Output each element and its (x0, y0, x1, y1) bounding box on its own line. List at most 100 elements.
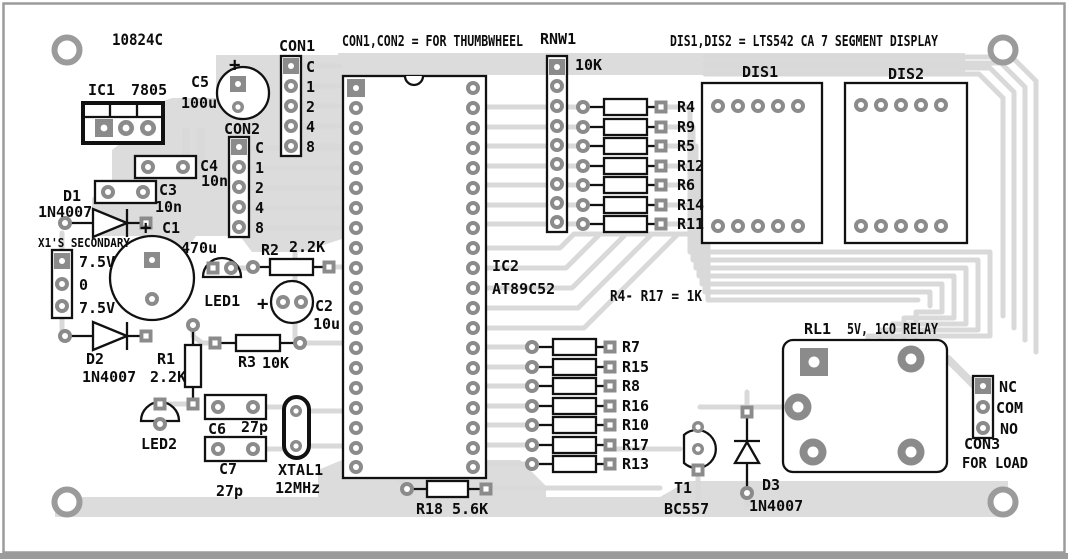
c2-value: 10u (313, 315, 340, 333)
r1-ref: R1 (157, 350, 175, 368)
con1-pin-c: C (306, 58, 315, 76)
bank-bottom-label-r16: R16 (622, 397, 649, 415)
r1-value: 2.2K (150, 368, 186, 386)
dis1-display (700, 81, 824, 245)
resistor-r1 (183, 318, 203, 411)
bank-top-label-r11: R11 (677, 215, 704, 233)
con2-pin-c: C (255, 139, 264, 157)
bank-bottom-label-r10: R10 (622, 416, 649, 434)
mounting-holes (51, 34, 1019, 518)
capacitor-c1 (108, 234, 196, 322)
diode-d1 (58, 207, 153, 239)
c3-ref: C3 (159, 181, 177, 199)
xtal1-value: 12MHz (275, 479, 320, 497)
c3-value: 10n (155, 198, 182, 216)
con2-ref: CON2 (224, 120, 260, 138)
transistor-t1 (682, 421, 717, 477)
d2-part: 1N4007 (82, 368, 136, 386)
r18-ref: R18 (416, 500, 443, 518)
con3-pin-no: NO (1000, 420, 1018, 438)
dis2-display (843, 81, 969, 245)
x1-secondary-connector (50, 248, 74, 320)
c1-value: 470u (181, 239, 217, 257)
d3-part: 1N4007 (749, 497, 803, 515)
note-displays: DIS1,DIS2 = LTS542 CA 7 SEGMENT DISPLAY (670, 32, 938, 50)
bank-top-label-r4: R4 (677, 98, 695, 116)
capacitor-c7 (203, 435, 268, 463)
ic2-part: AT89C52 (492, 280, 555, 298)
bank-top-label-r6: R6 (677, 176, 695, 194)
capacitor-c5 (215, 65, 271, 121)
rl1-ref: RL1 (804, 320, 831, 338)
capacitor-c4 (133, 154, 198, 180)
c6-ref: C6 (208, 420, 226, 438)
con3-pin-nc: NC (999, 378, 1017, 396)
rnw1-ref: RNW1 (540, 30, 576, 48)
resistor-r18 (400, 479, 493, 499)
t1-ref: T1 (674, 479, 692, 497)
bank-bottom-label-r8: R8 (622, 377, 640, 395)
ic1-ref: IC1 (88, 81, 115, 99)
resistor-r2 (246, 257, 336, 277)
ic1-regulator (81, 101, 165, 145)
con2-header (227, 135, 251, 239)
c4-value: 10n (201, 172, 228, 190)
con2-pin-2: 2 (255, 179, 264, 197)
silkscreen-text: 10824C CON1,CON2 = FOR THUMBWHEEL DIS1,D… (38, 30, 1028, 518)
bank-top-label-r14: R14 (677, 196, 704, 214)
rnw1-value: 10K (575, 56, 602, 74)
note-resistor-values: R4- R17 = 1K (610, 287, 702, 305)
con1-ref: CON1 (279, 37, 315, 55)
d2-ref: D2 (86, 350, 104, 368)
capacitor-c6 (203, 393, 268, 421)
led2-ref: LED2 (141, 435, 177, 453)
ic2-mcu (341, 74, 488, 480)
con1-pin-1: 1 (306, 78, 315, 96)
x1-pin-0: 0 (79, 276, 88, 294)
x1-pin-75v-a: 7.5V (79, 253, 115, 271)
bank-bottom-label-r17: R17 (622, 436, 649, 454)
c6-value: 27p (241, 418, 268, 436)
dis2-ref: DIS2 (888, 65, 924, 83)
r2-value: 2.2K (289, 238, 325, 256)
capacitor-c2 (269, 279, 315, 325)
board-code: 10824C (112, 30, 163, 49)
resistor-r3 (208, 333, 307, 353)
c5-value: 100u (181, 94, 217, 112)
ic2-ref: IC2 (492, 257, 519, 275)
c5-polarity: + (229, 54, 240, 76)
dis1-ref: DIS1 (742, 63, 778, 81)
con3-pin-com: COM (996, 399, 1023, 417)
c2-polarity: + (257, 293, 268, 315)
bank-bottom-label-r13: R13 (622, 455, 649, 473)
c1-ref: C1 (162, 219, 180, 237)
c7-value: 27p (216, 482, 243, 500)
r18-value: 5.6K (452, 500, 488, 518)
con1-pin-8: 8 (306, 138, 315, 156)
c5-ref: C5 (191, 73, 209, 91)
board-edge (0, 553, 1068, 559)
r3-value: 10K (262, 354, 289, 372)
bank-top-label-r5: R5 (677, 137, 695, 155)
rnw1-network (545, 54, 569, 234)
con2-pin-1: 1 (255, 159, 264, 177)
led2 (139, 397, 181, 431)
rl1-desc: 5V, 1CO RELAY (847, 320, 938, 338)
con3-desc: FOR LOAD (962, 454, 1028, 472)
relay-rl1 (781, 338, 949, 474)
capacitor-c3 (93, 179, 158, 205)
bank-top-label-r12: R12 (677, 157, 704, 175)
note-thumbwheel: CON1,CON2 = FOR THUMBWHEEL (342, 32, 523, 50)
bank-top-label-r9: R9 (677, 118, 695, 136)
c1-polarity: + (140, 217, 151, 239)
c2-ref: C2 (315, 297, 333, 315)
bank-bottom-label-r15: R15 (622, 358, 649, 376)
bank-bottom-label-r7: R7 (622, 338, 640, 356)
con2-pin-4: 4 (255, 199, 264, 217)
ic1-part: 7805 (131, 81, 167, 99)
r3-ref: R3 (238, 353, 256, 371)
con1-header (279, 54, 303, 158)
